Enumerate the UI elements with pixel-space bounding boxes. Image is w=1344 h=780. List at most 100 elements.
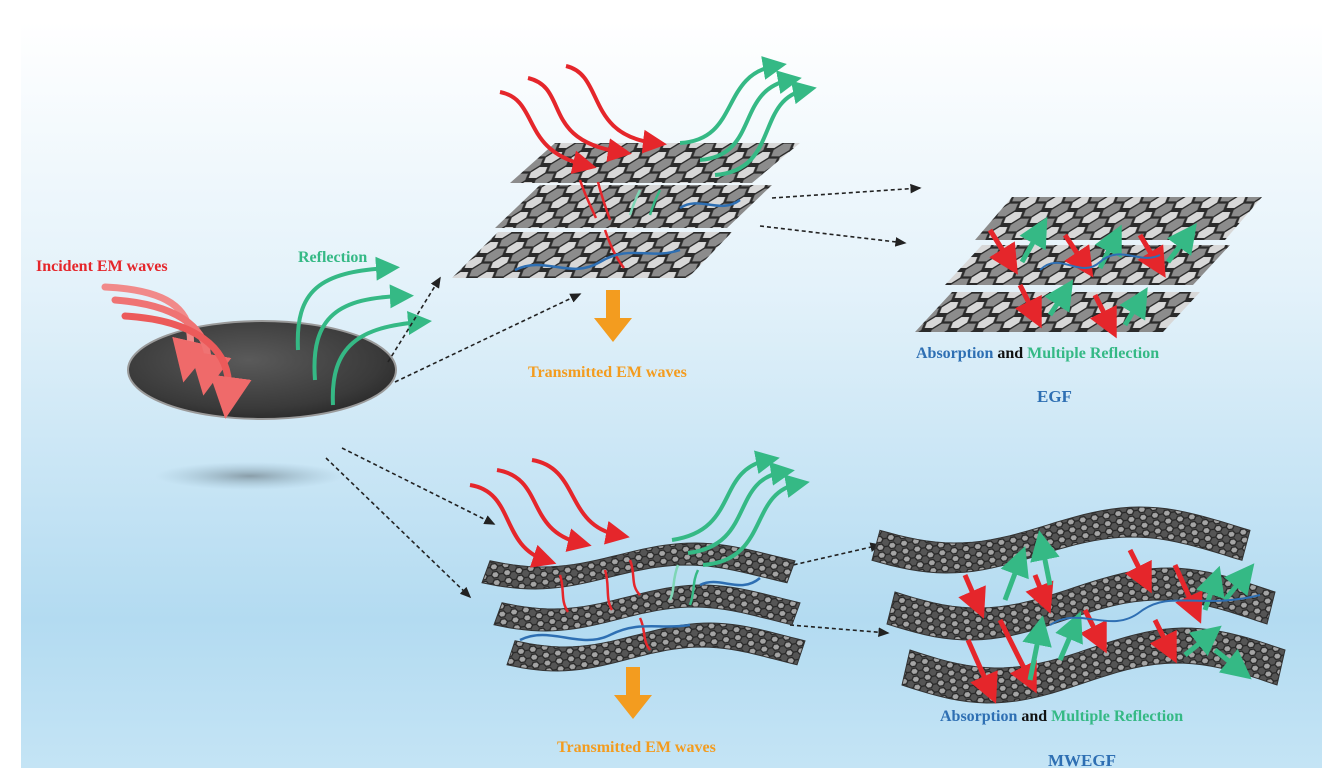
- absorbed-red-arrow: [958, 574, 986, 619]
- absorbed-red-arrow: [1089, 293, 1117, 339]
- mwegf-title: MWEGF: [1048, 751, 1116, 770]
- connector-arrow: [387, 276, 441, 363]
- reflection-arrow: [330, 311, 432, 406]
- transmitted-label-top: Transmitted EM waves: [528, 364, 687, 381]
- bottom-internal-arrows: [519, 559, 761, 651]
- absorption-wave: [519, 623, 691, 642]
- connector-arrow: [341, 447, 496, 525]
- disc-shadow: [155, 462, 345, 490]
- reflection-arrows: [295, 256, 432, 406]
- bottom-reflection-arrows: [671, 450, 810, 567]
- reflected-green-arrow: [1094, 224, 1122, 270]
- reflected-green-arrow: [1223, 563, 1255, 602]
- connector-arrow: [771, 183, 922, 199]
- absorbed-red-arrow: [997, 618, 1037, 694]
- wavy-graphene-stack: [481, 542, 806, 672]
- reflected-green-arrow: [1055, 611, 1083, 661]
- reflected-green-arrow: [1000, 545, 1029, 601]
- reflection-arrow: [679, 56, 787, 145]
- reflection-label: Reflection: [298, 249, 367, 266]
- internal-red-arrow: [638, 617, 652, 651]
- wavy-graphene-sheet: [506, 622, 806, 672]
- transmitted-arrow-bottom: [614, 667, 652, 719]
- reflected-green-arrow: [1119, 287, 1148, 327]
- connector-arrow: [325, 457, 472, 599]
- wavy-graphene-sheet: [493, 584, 801, 632]
- caption-multiple-reflection: Multiple Reflection: [1051, 708, 1183, 725]
- internal-green-arrow: [648, 189, 662, 216]
- connector-arrow: [779, 542, 882, 569]
- incident-arrow: [121, 312, 252, 419]
- reflection-arrow: [702, 474, 810, 567]
- graphene-sheet: [915, 292, 1200, 332]
- absorbed-red-arrow: [965, 638, 998, 704]
- reflected-green-arrow: [1183, 625, 1222, 657]
- reflection-arrow: [687, 461, 795, 555]
- sample-disc: [127, 320, 397, 420]
- reflection-arrow: [699, 70, 802, 162]
- caption-multiple-reflection: Multiple Reflection: [1027, 345, 1159, 362]
- absorbed-red-arrow: [1079, 608, 1107, 654]
- incident-arrow: [111, 296, 232, 396]
- reflection-arrow: [295, 256, 400, 351]
- reflected-green-arrow: [1022, 615, 1052, 681]
- reflected-green-arrow: [1019, 216, 1048, 264]
- mwegf-caption: Absorption and Multiple Reflection: [940, 708, 1183, 725]
- absorbed-red-arrow: [1137, 233, 1166, 278]
- top-reflection-arrows: [679, 56, 817, 177]
- absorbed-red-arrow: [1014, 283, 1042, 329]
- incident-label: Incident EM waves: [36, 258, 168, 275]
- incident-arrow: [101, 283, 214, 383]
- absorbed-red-arrow: [1149, 618, 1177, 664]
- reflection-arrow: [671, 450, 780, 542]
- incident-arrow: [496, 468, 592, 552]
- reflected-green-arrow: [1213, 648, 1252, 680]
- connector-arrow: [394, 293, 582, 383]
- internal-red-arrow: [603, 229, 625, 269]
- internal-red-arrow: [578, 179, 598, 219]
- reflected-green-arrow: [1196, 565, 1225, 611]
- caption-and: and: [997, 345, 1023, 362]
- bottom-incident-arrows: [469, 458, 630, 568]
- incident-arrow: [469, 483, 557, 568]
- egf-title: EGF: [1037, 387, 1072, 406]
- graphene-sheet: [975, 197, 1262, 240]
- internal-red-arrow: [558, 574, 570, 613]
- transmitted-arrow-top: [594, 290, 632, 342]
- reflected-green-arrow: [1044, 279, 1074, 317]
- absorbed-red-arrow: [1025, 574, 1054, 614]
- caption-absorption: Absorption: [940, 708, 1017, 725]
- graphene-sheet: [945, 245, 1230, 285]
- absorbed-red-arrow: [987, 228, 1018, 275]
- incident-arrow: [499, 90, 597, 174]
- caption-and: and: [1021, 708, 1047, 725]
- absorption-wave: [679, 198, 741, 210]
- connector-arrows: [325, 183, 922, 638]
- internal-green-arrow: [688, 569, 700, 606]
- top-incident-arrows: [499, 64, 667, 174]
- egf-stack: [915, 197, 1262, 339]
- incident-arrows: [101, 283, 252, 419]
- reflection-arrow: [714, 80, 817, 177]
- absorption-wave: [699, 577, 761, 587]
- absorption-wave: [1049, 594, 1261, 626]
- reflected-green-arrow: [1030, 530, 1060, 586]
- reflection-arrow: [312, 284, 414, 381]
- transmitted-label-bottom: Transmitted EM waves: [557, 739, 716, 756]
- internal-red-arrow: [596, 181, 612, 221]
- mwegf-internal-arrows: [958, 530, 1255, 704]
- egf-caption: Absorption and Multiple Reflection: [916, 345, 1159, 362]
- connector-arrow: [759, 225, 907, 247]
- internal-red-arrow: [628, 559, 641, 596]
- reflected-green-arrow: [1165, 222, 1197, 264]
- graphene-sheet: [452, 232, 732, 278]
- absorbed-red-arrow: [1062, 233, 1094, 278]
- internal-green-arrow: [628, 189, 642, 216]
- connector-arrow: [789, 624, 890, 638]
- incident-arrow: [531, 458, 630, 545]
- absorbed-red-arrow: [1124, 548, 1152, 594]
- absorbed-red-arrow: [1172, 563, 1203, 624]
- internal-red-arrow: [603, 569, 614, 611]
- internal-green-arrow: [668, 564, 680, 601]
